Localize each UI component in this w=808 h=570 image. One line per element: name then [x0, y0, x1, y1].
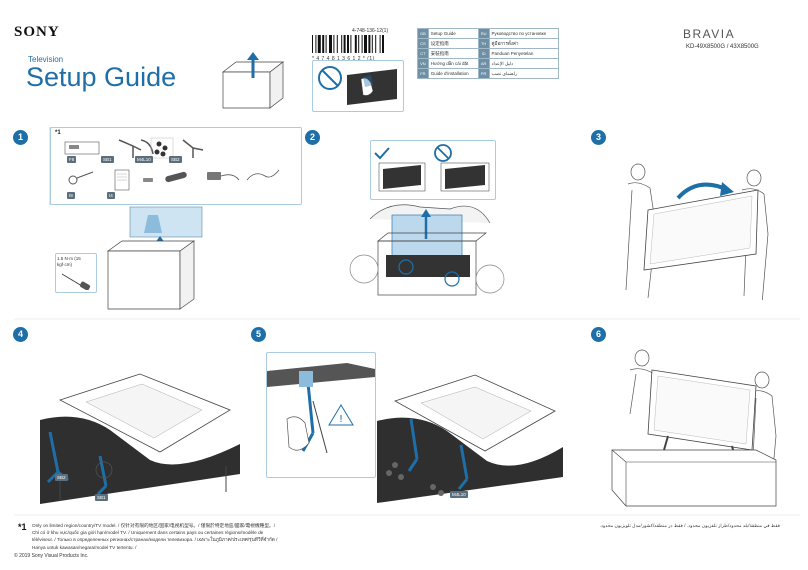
step-4-number: 4	[13, 327, 28, 342]
lang-label: 安裝指南	[427, 48, 479, 59]
lang-label: คู่มือการตั้งค่า	[488, 38, 560, 49]
step-3-number: 3	[591, 130, 606, 145]
lang-code: CS	[417, 38, 429, 49]
step-5-number: 5	[251, 327, 266, 342]
lang-label: راهنمای نصب	[488, 68, 560, 79]
lang-label: Руководство по установке	[488, 28, 560, 39]
accessories-panel: *1 F8 SB1 M4L10 SB2 I9 I4	[50, 127, 302, 205]
barcode-number: * 4 7 4 8 1 3 6 1 2 * (1)	[312, 56, 375, 62]
bravia-logo: BRAVIA	[683, 27, 736, 41]
torque-box	[55, 253, 97, 293]
footer-divider	[14, 514, 800, 516]
lang-code: TH	[477, 38, 490, 49]
lang-code: FR	[417, 68, 429, 79]
lang-label: Guide d'installation	[427, 68, 479, 79]
lang-code: PR	[477, 68, 490, 79]
torque-value: 1.5 N·m (15 kgf·cm)	[57, 256, 81, 267]
lang-label: Hướng dẫn cài đặt	[427, 58, 479, 69]
unbox-illustration	[106, 206, 203, 310]
svg-text:!: !	[339, 414, 343, 425]
part-number: 4-748-136-12(1)	[352, 28, 389, 34]
carry-tv-illustration	[625, 163, 769, 300]
part-label-f8: F8	[67, 156, 77, 163]
place-tv-illustration	[611, 349, 777, 507]
accessories-illustration	[64, 137, 280, 191]
lang-code: CT	[417, 48, 429, 59]
part-label-sb2: SB2	[55, 474, 68, 481]
fix-stand-screws-illustration	[377, 374, 563, 503]
copyright: © 2019 Sony Visual Products Inc.	[14, 553, 89, 559]
screwdriver-icon	[61, 273, 91, 290]
part-label-m4l10: M4L10	[450, 491, 468, 498]
box-lift-illustration	[221, 52, 285, 109]
lift-out-of-box-illustration	[349, 204, 505, 296]
sony-logo: SONY	[14, 24, 60, 40]
lang-code: RU	[477, 28, 490, 39]
lang-label: دليل الإعداد	[488, 58, 560, 69]
lang-code: ID	[477, 48, 490, 59]
handling-panel	[370, 140, 496, 200]
screw-detail-illustration: !	[267, 363, 375, 454]
step-1-number: 1	[13, 130, 28, 145]
step-6-number: 6	[591, 327, 606, 342]
barcode	[312, 35, 384, 53]
lang-code: AR	[477, 58, 490, 69]
page-title: Setup Guide	[26, 62, 177, 92]
product-type: Television	[28, 55, 64, 64]
note-mark: *1	[55, 130, 61, 136]
part-label-sb1: SB1	[95, 494, 108, 501]
row-divider	[14, 318, 800, 320]
lang-code: GB	[417, 28, 429, 39]
model-number: KD-49X8500G / 43X8500G	[686, 44, 759, 50]
footnote-mark: *1	[18, 522, 27, 532]
footnote-text-arabic: فقط في منطقة/بلد محدود/طراز تلفزيون محدو…	[599, 523, 780, 528]
footnote-text: Only on limited region/country/TV model.…	[32, 523, 278, 550]
no-touch-screen-box	[312, 60, 404, 112]
lang-label: Panduan Penyetelan	[488, 48, 560, 59]
part-label-i9: I9	[67, 192, 75, 199]
part-label-sb2: SB2	[169, 156, 182, 163]
part-label-sb1: SB1	[101, 156, 114, 163]
screw-detail-panel: !	[266, 352, 376, 478]
no-touch-screen-illustration	[318, 66, 397, 105]
handling-illustration	[374, 144, 490, 192]
lang-label: 设定指南	[427, 38, 479, 49]
step-2-number: 2	[305, 130, 320, 145]
attach-stand-illustration	[40, 373, 240, 504]
lang-label: Setup Guide	[427, 28, 479, 39]
part-label-i4: I4	[107, 192, 115, 199]
part-label-m4l10: M4L10	[135, 156, 153, 163]
lang-code: VN	[417, 58, 429, 69]
